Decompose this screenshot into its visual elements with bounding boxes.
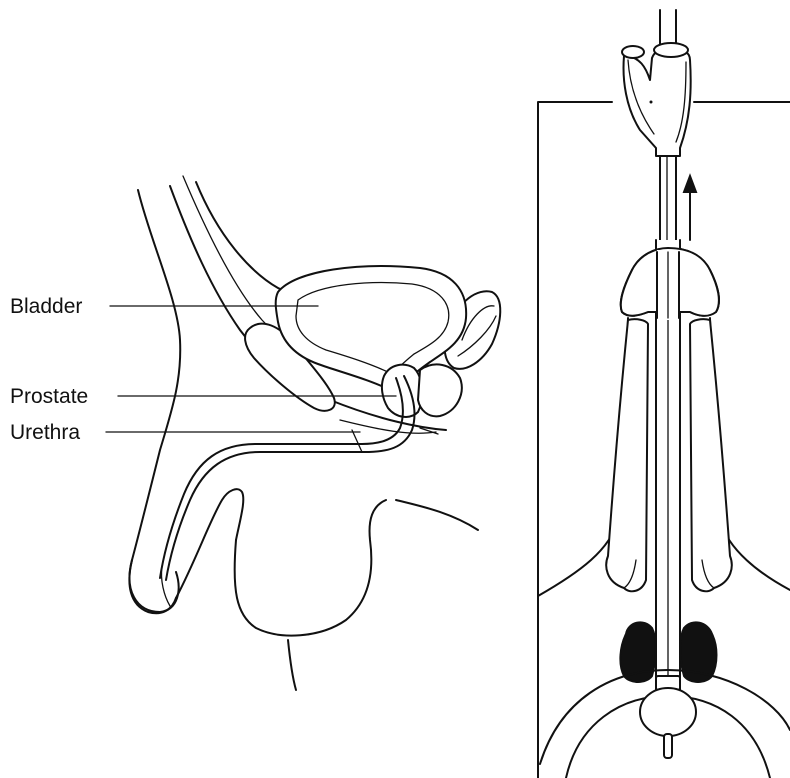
perineum-line: [396, 500, 478, 530]
bladder-label: Bladder: [10, 295, 82, 318]
scrotum: [235, 500, 386, 636]
sagittal-anatomy-illustration: Bladder Prostate Urethra: [10, 176, 500, 690]
catheter-tip: [664, 734, 672, 758]
urethra-path: [166, 376, 414, 580]
catheter-insertion-illustration: [538, 10, 790, 778]
urethra-label: Urethra: [10, 421, 80, 444]
catheter-port-left: [622, 46, 644, 58]
thigh-line: [288, 640, 296, 690]
catheter-hub: [624, 48, 691, 156]
corpus-cavernosum-right: [690, 319, 732, 591]
insertion-arrow-head: [684, 176, 696, 192]
catheter-balloon: [640, 688, 696, 736]
prostate-adjacent: [418, 364, 462, 416]
penis-underside: [176, 489, 243, 598]
catheter-port-right: [654, 43, 688, 57]
urethra-path-inner: [160, 378, 403, 578]
corpus-cavernosum-left: [606, 319, 648, 591]
prostate-label: Prostate: [10, 385, 88, 408]
